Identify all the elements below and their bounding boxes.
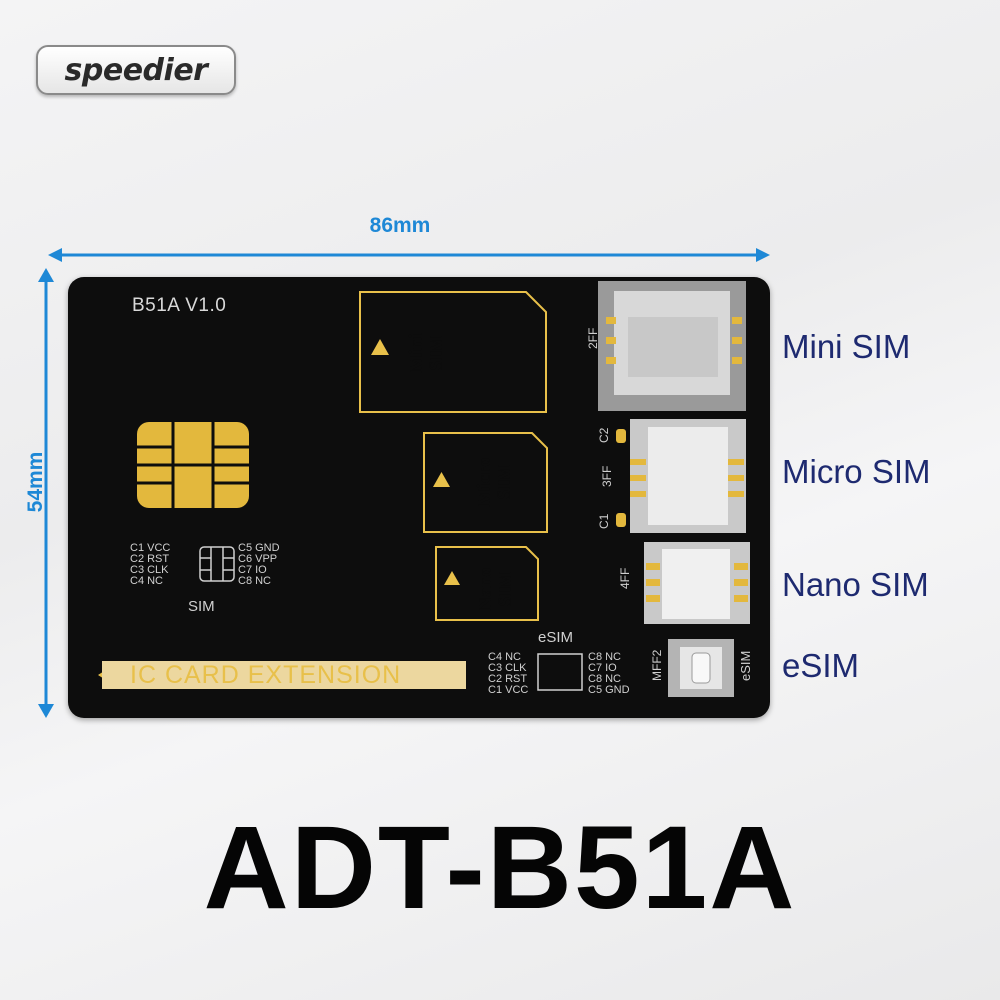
micro-sim-connector: [616, 419, 746, 533]
mini-sim-triangle-icon: [371, 339, 389, 355]
micro-sim-slot: [423, 432, 548, 533]
card-artwork: [98, 281, 750, 697]
esim-socket: [668, 639, 734, 697]
code-mff2: MFF2: [650, 649, 664, 681]
nano-sim-slot: [435, 546, 539, 621]
chip-label: SIM: [188, 598, 215, 615]
mini-sim-label: Mini SIM: [782, 328, 911, 365]
mini-sim-slot: [359, 291, 547, 413]
mini-sim-connector: [598, 281, 746, 411]
nano-sim-triangle-icon: [444, 571, 460, 585]
micro-sim-triangle-icon: [433, 472, 450, 487]
nano-sim-label: Nano SIM: [782, 566, 929, 603]
brand-logo-text: speedier: [64, 52, 208, 88]
chip-silkscreen-icon: [199, 546, 235, 582]
code-3ff: 3FF: [600, 465, 614, 487]
micro-sim-label: Micro SIM: [782, 453, 931, 490]
ic-card-extension-strip: IC CARD EXTENSION: [102, 661, 466, 689]
width-dimension-arrow: [48, 248, 770, 262]
esim-footprint-label: eSIM: [538, 629, 574, 646]
model-title: ADT-B51A: [203, 802, 797, 934]
brand-logo: speedier: [36, 45, 236, 95]
width-dimension-label: 86mm: [369, 214, 431, 237]
gold-chip-icon: [137, 422, 249, 508]
card-model-version: B51A V1.0: [132, 295, 227, 316]
nano-sim-connector: [644, 542, 750, 624]
height-dimension-arrow: [38, 268, 54, 718]
esim-footprint: [537, 653, 583, 691]
code-esim-side: eSIM: [738, 650, 753, 681]
esim-label: eSIM: [782, 647, 860, 684]
code-2ff: 2FF: [586, 327, 600, 349]
code-c2: C2: [597, 427, 611, 443]
code-4ff: 4FF: [618, 567, 632, 589]
code-c1: C1: [597, 513, 611, 529]
